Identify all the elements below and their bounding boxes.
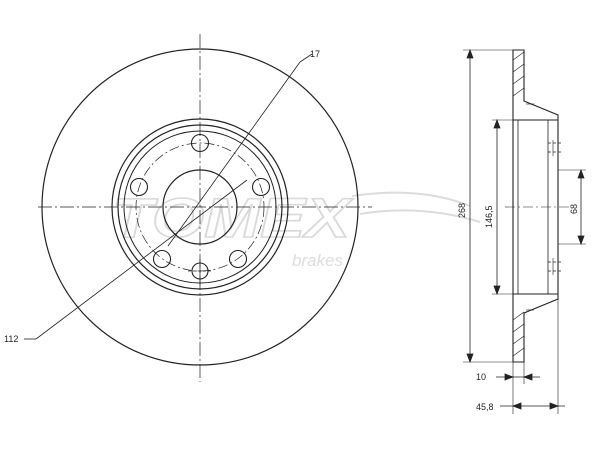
disc-outer-edge [41, 48, 359, 366]
label-hole-diameter: 17 [310, 49, 320, 59]
center-bore [162, 169, 238, 245]
section-hatch [512, 51, 534, 357]
label-hub-diameter: 146,5 [484, 205, 494, 228]
watermark-sub: brakes [292, 251, 344, 270]
label-bore-diameter: 68 [569, 204, 579, 214]
bolt-circle [135, 142, 265, 272]
label-pcd: 112 [4, 334, 18, 344]
label-total-height: 45,8 [476, 402, 494, 412]
label-disc-thickness: 10 [476, 372, 486, 382]
dimensions [463, 48, 586, 414]
front-view [24, 34, 372, 382]
bolt-holes [129, 133, 271, 269]
watermark-brand: TOMEX [112, 186, 354, 249]
side-view [505, 49, 572, 363]
label-outer-diameter: 268 [457, 203, 467, 218]
watermark: TOMEX brakes [111, 185, 481, 270]
